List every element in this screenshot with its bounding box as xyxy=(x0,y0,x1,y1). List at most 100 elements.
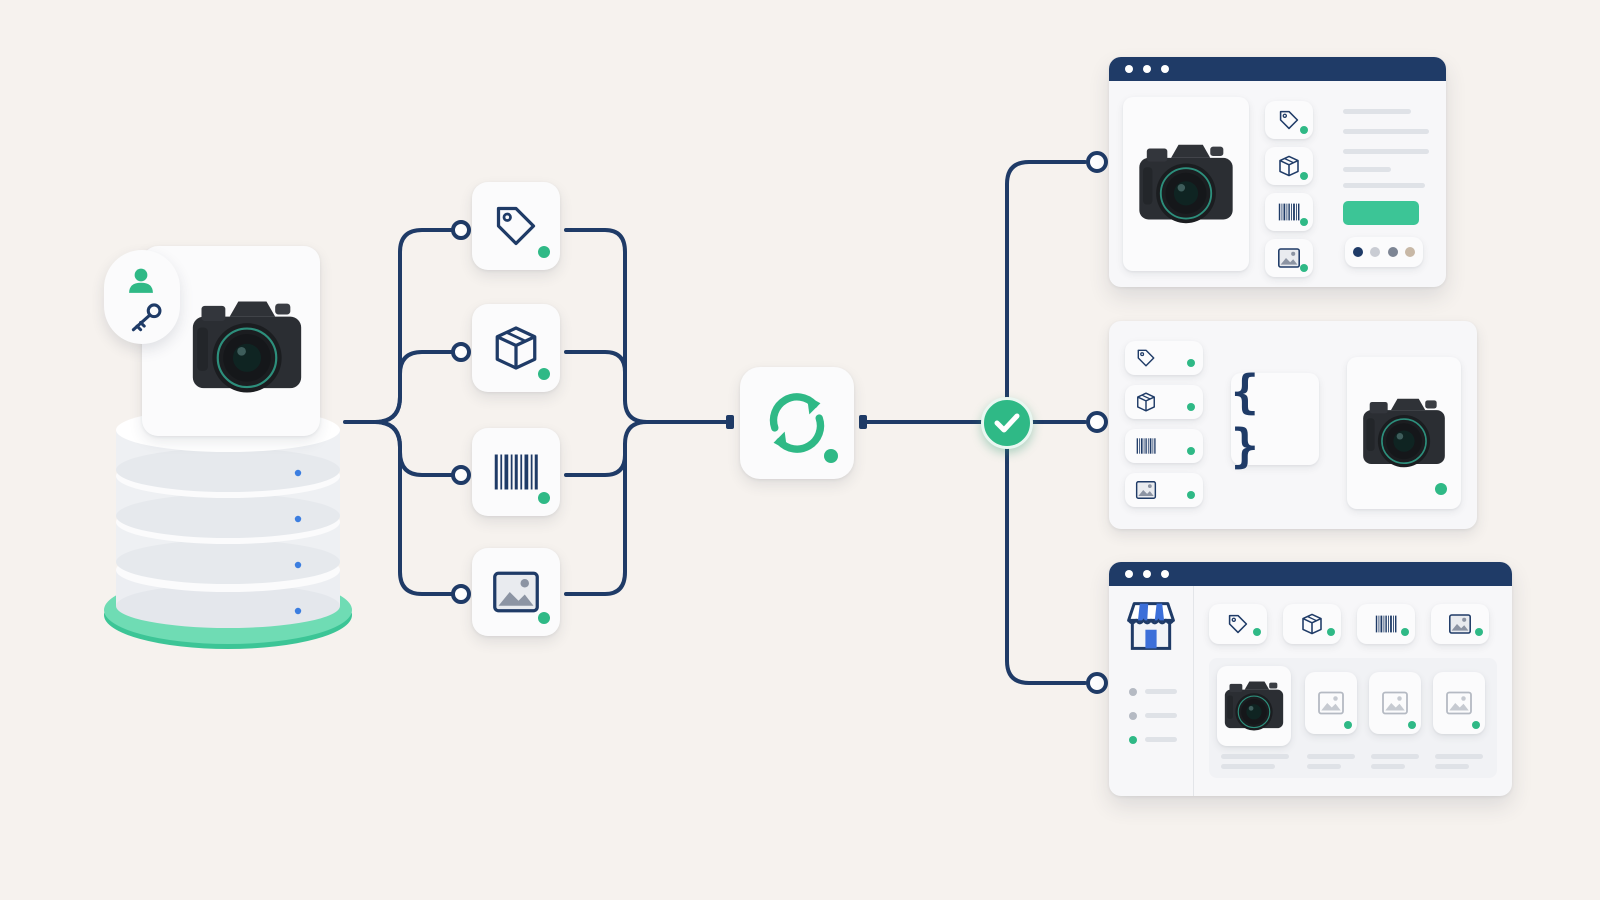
tag-icon xyxy=(1135,347,1157,369)
color-swatches xyxy=(1345,237,1423,267)
camera-icon xyxy=(1355,392,1453,474)
status-indicator xyxy=(1475,628,1483,636)
camera-icon xyxy=(1219,676,1289,736)
status-indicator xyxy=(1344,721,1352,729)
product-card[interactable] xyxy=(1305,672,1357,734)
text-placeholder xyxy=(1145,689,1177,694)
barcode-icon xyxy=(1135,435,1157,457)
product-card[interactable] xyxy=(1433,672,1485,734)
image-icon xyxy=(1444,688,1474,718)
output-product-page xyxy=(1109,57,1446,287)
camera-icon xyxy=(1130,137,1242,231)
product-card[interactable] xyxy=(1217,666,1291,746)
barcode-icon xyxy=(1277,200,1301,224)
barcode-icon xyxy=(1374,612,1398,636)
status-indicator xyxy=(1408,721,1416,729)
text-placeholder xyxy=(1343,109,1411,114)
image-icon xyxy=(491,567,541,617)
product-image-tile xyxy=(1347,357,1461,509)
text-placeholder xyxy=(1343,167,1391,172)
sync-node[interactable] xyxy=(740,367,854,479)
attribute-node-barcode[interactable] xyxy=(472,428,560,516)
product-grid xyxy=(1209,658,1497,778)
storefront-sidebar xyxy=(1109,586,1194,796)
camera-icon xyxy=(182,292,312,402)
buy-button[interactable] xyxy=(1343,201,1419,225)
attribute-chip-barcode xyxy=(1357,604,1415,644)
text-placeholder xyxy=(1145,737,1177,742)
output-storefront xyxy=(1109,562,1512,796)
product-card[interactable] xyxy=(1369,672,1421,734)
swatch[interactable] xyxy=(1370,247,1381,257)
attribute-node-price[interactable] xyxy=(472,182,560,270)
swatch[interactable] xyxy=(1352,247,1363,257)
text-placeholder xyxy=(1221,754,1289,759)
status-indicator xyxy=(1253,628,1261,636)
text-placeholder xyxy=(1307,764,1341,769)
attribute-chip-media xyxy=(1125,473,1203,507)
sidebar-item[interactable] xyxy=(1129,688,1137,696)
text-placeholder xyxy=(1435,764,1469,769)
database-icon xyxy=(104,408,352,649)
checkmark-icon xyxy=(994,413,1020,433)
attribute-chip-inventory xyxy=(1125,385,1203,419)
barcode-icon xyxy=(491,447,541,497)
image-icon xyxy=(1277,246,1301,270)
text-placeholder xyxy=(1371,754,1419,759)
tag-icon xyxy=(1277,108,1301,132)
status-indicator xyxy=(538,612,550,624)
attribute-node-media[interactable] xyxy=(472,548,560,636)
attribute-chip-inventory xyxy=(1265,147,1313,185)
status-indicator xyxy=(538,492,550,504)
box-icon xyxy=(491,323,541,373)
text-placeholder xyxy=(1307,754,1355,759)
status-indicator xyxy=(1401,628,1409,636)
attribute-chip-barcode xyxy=(1125,429,1203,463)
attribute-chip-price xyxy=(1265,101,1313,139)
status-indicator xyxy=(1187,359,1195,367)
text-placeholder xyxy=(1343,129,1429,134)
status-indicator xyxy=(1300,264,1308,272)
text-placeholder xyxy=(1343,183,1425,188)
access-badge xyxy=(104,250,180,344)
output-json-payload: { } xyxy=(1109,321,1477,529)
status-indicator xyxy=(1327,628,1335,636)
text-placeholder xyxy=(1221,764,1275,769)
status-indicator xyxy=(1187,491,1195,499)
swatch[interactable] xyxy=(1387,247,1398,257)
text-placeholder xyxy=(1343,149,1429,154)
sidebar-item[interactable] xyxy=(1129,712,1137,720)
product-image-tile xyxy=(1123,97,1249,271)
attribute-chip-price xyxy=(1125,341,1203,375)
sidebar-item-active[interactable] xyxy=(1129,736,1137,744)
text-placeholder xyxy=(1371,764,1405,769)
json-braces: { } xyxy=(1231,365,1269,473)
key-icon xyxy=(128,300,164,336)
box-icon xyxy=(1300,612,1324,636)
source-database xyxy=(100,240,360,660)
sync-icon xyxy=(760,386,834,460)
box-icon xyxy=(1277,154,1301,178)
tag-icon xyxy=(491,201,541,251)
attribute-chip-inventory xyxy=(1283,604,1341,644)
status-indicator xyxy=(1435,483,1447,495)
attribute-chip-barcode xyxy=(1265,193,1313,231)
tag-icon xyxy=(1226,612,1250,636)
status-indicator xyxy=(1187,403,1195,411)
image-icon xyxy=(1448,612,1472,636)
attribute-node-inventory[interactable] xyxy=(472,304,560,392)
status-indicator xyxy=(538,246,550,258)
image-icon xyxy=(1135,479,1157,501)
text-placeholder xyxy=(1435,754,1483,759)
attribute-chip-price xyxy=(1209,604,1267,644)
attribute-chip-media xyxy=(1265,239,1313,277)
status-indicator xyxy=(1472,721,1480,729)
swatch[interactable] xyxy=(1405,247,1416,257)
window-titlebar xyxy=(1109,562,1512,586)
status-indicator xyxy=(824,449,838,463)
status-indicator xyxy=(1300,126,1308,134)
store-icon xyxy=(1123,598,1179,654)
validation-node xyxy=(981,397,1033,449)
